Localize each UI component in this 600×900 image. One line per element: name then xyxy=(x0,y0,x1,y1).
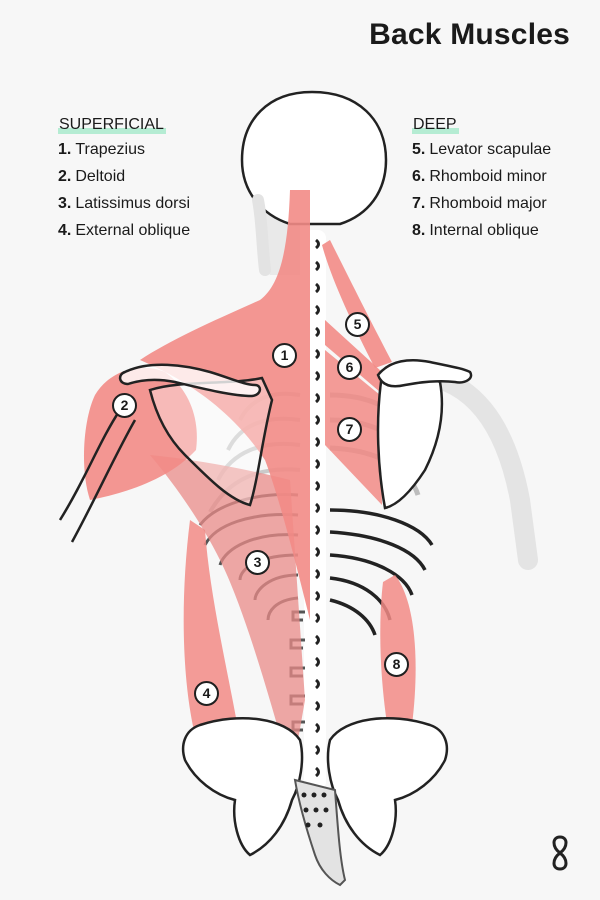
trapezius-muscle xyxy=(140,190,310,620)
legend-item-number: 6. xyxy=(412,168,426,185)
marker-deltoid: 2 xyxy=(112,393,137,418)
levator-scapulae-muscle xyxy=(322,240,392,368)
legend-item-label: Rhomboid major xyxy=(429,195,547,212)
legend-item-label: External oblique xyxy=(75,222,191,239)
legend-item-number: 1. xyxy=(58,141,72,158)
deep-list: 5.Levator scapulae 6.Rhomboid minor 7.Rh… xyxy=(412,141,551,249)
legend-item-label: Trapezius xyxy=(75,141,145,158)
legend-item-label: Levator scapulae xyxy=(429,141,552,158)
legend-item-number: 8. xyxy=(412,222,426,239)
legend-item-number: 5. xyxy=(412,141,426,158)
latissimus-dorsi-muscle xyxy=(150,455,305,770)
marker-internal-oblique: 8 xyxy=(384,652,409,677)
legend-item-number: 7. xyxy=(412,195,426,212)
pelvis xyxy=(181,716,449,887)
legend-item: 4.External oblique xyxy=(58,222,190,249)
marker-external-oblique: 4 xyxy=(194,681,219,706)
page-title: Back Muscles xyxy=(369,18,570,51)
legend-item: 3.Latissimus dorsi xyxy=(58,195,190,222)
superficial-muscles xyxy=(83,190,310,770)
legend-item-label: Deltoid xyxy=(75,168,126,185)
superficial-legend: SUPERFICIAL 1.Trapezius 2.Deltoid 3.Lati… xyxy=(58,116,190,249)
legend-item: 6.Rhomboid minor xyxy=(412,168,551,195)
right-scapula xyxy=(376,358,473,510)
legend-item: 5.Levator scapulae xyxy=(412,141,551,168)
legend-item-label: Latissimus dorsi xyxy=(75,195,191,212)
legend-item-label: Rhomboid minor xyxy=(429,168,547,185)
deep-heading: DEEP xyxy=(412,116,459,134)
legend-item: 7.Rhomboid major xyxy=(412,195,551,222)
superficial-heading: SUPERFICIAL xyxy=(58,116,166,134)
legend-item-number: 2. xyxy=(58,168,72,185)
marker-levator-scapulae: 5 xyxy=(345,312,370,337)
legend-item-number: 4. xyxy=(58,222,72,239)
infinity-logo-icon xyxy=(552,835,568,871)
marker-rhomboid-minor: 6 xyxy=(337,355,362,380)
legend-item: 2.Deltoid xyxy=(58,168,190,195)
skull xyxy=(240,90,388,276)
marker-rhomboid-major: 7 xyxy=(337,417,362,442)
legend-item-label: Internal oblique xyxy=(429,222,539,239)
legend-item: 1.Trapezius xyxy=(58,141,190,168)
marker-latissimus-dorsi: 3 xyxy=(245,550,270,575)
legend-item: 8.Internal oblique xyxy=(412,222,551,249)
superficial-list: 1.Trapezius 2.Deltoid 3.Latissimus dorsi… xyxy=(58,141,190,249)
left-scapula xyxy=(118,363,274,507)
legend-item-number: 3. xyxy=(58,195,72,212)
deep-legend: DEEP 5.Levator scapulae 6.Rhomboid minor… xyxy=(412,116,551,249)
left-humerus xyxy=(58,409,137,543)
marker-trapezius: 1 xyxy=(272,343,297,368)
